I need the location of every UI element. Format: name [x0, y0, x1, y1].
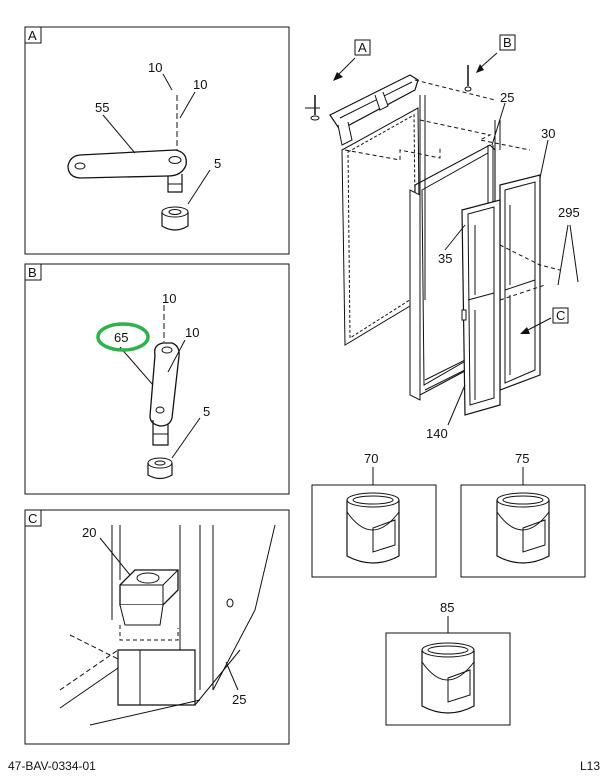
view-tag-a: A [358, 40, 367, 55]
callout-c-25: 25 [232, 692, 246, 707]
callout-b-5: 5 [203, 404, 210, 419]
callout-main-30: 30 [541, 126, 555, 141]
main-door-assembly: A B [305, 34, 580, 441]
callout-c-20: 20 [82, 525, 96, 540]
box-b-tag: B [28, 265, 37, 280]
detail-box-c: C 20 25 [24, 509, 290, 745]
callout-main-35: 35 [438, 251, 452, 266]
paint-can-85: 85 [385, 600, 511, 726]
drawing-id: 47-BAV-0334-01 [8, 759, 96, 773]
callout-main-25: 25 [500, 90, 514, 105]
paint-can-70: 70 [311, 451, 437, 578]
paint-can-75: 75 [460, 451, 586, 578]
box-a-tag: A [28, 28, 37, 43]
callout-main-140: 140 [426, 426, 448, 441]
callout-b-10-right: 10 [185, 325, 199, 340]
detail-box-a: A 10 10 55 5 [24, 26, 290, 255]
box-c-tag: C [28, 511, 37, 526]
callout-main-295: 295 [558, 205, 580, 220]
detail-box-b: B 10 10 65 5 [24, 263, 290, 495]
callout-65-highlight [96, 322, 150, 352]
callout-b-10-top: 10 [162, 291, 176, 306]
sheet-number: L13 [580, 759, 601, 773]
callout-a-10-top: 10 [148, 60, 162, 75]
callout-a-10-right: 10 [193, 77, 207, 92]
callout-can-85: 85 [440, 600, 454, 615]
callout-a-5: 5 [214, 156, 221, 171]
view-tag-b: B [503, 35, 512, 50]
callout-b-65: 65 [114, 330, 128, 345]
view-tag-c: C [556, 308, 565, 323]
callout-can-70: 70 [364, 451, 378, 466]
callout-a-55: 55 [95, 100, 109, 115]
callout-can-75: 75 [515, 451, 529, 466]
